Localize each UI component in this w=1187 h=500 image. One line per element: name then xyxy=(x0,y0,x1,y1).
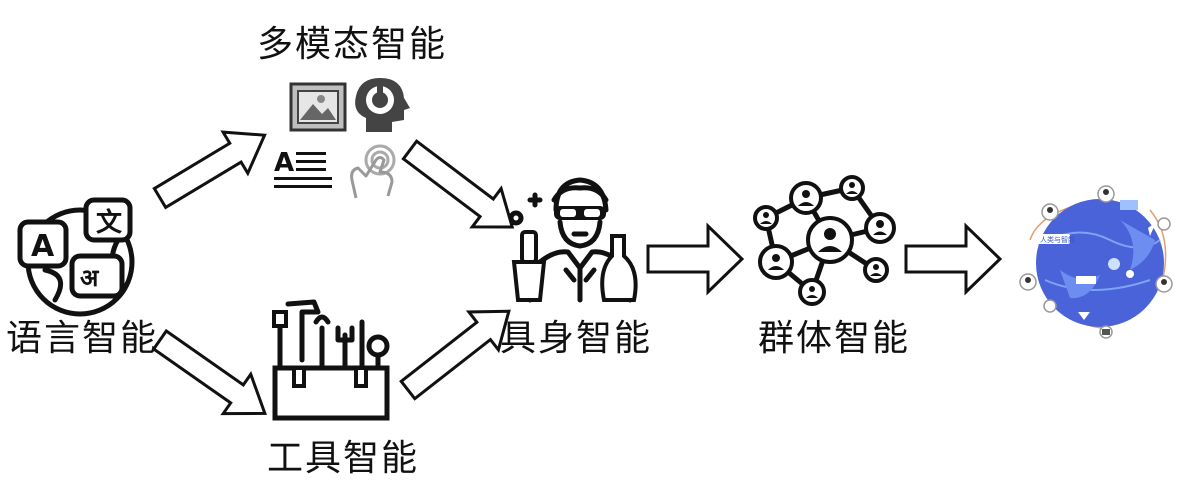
svg-text:A: A xyxy=(31,229,55,264)
arrow-multimodal-to-embodied xyxy=(401,139,515,229)
label-tool: 工具智能 xyxy=(267,438,419,479)
arrow-swarm-to-network xyxy=(904,222,1003,296)
arrow-tool-to-embodied xyxy=(399,309,511,401)
head-headphones-icon xyxy=(355,78,410,132)
image-icon xyxy=(289,82,347,132)
scientist-icon xyxy=(508,177,638,303)
svg-text:文: 文 xyxy=(96,207,123,238)
arrow-language-to-multimodal xyxy=(152,130,267,210)
network-globe-icon: 人类与智能 xyxy=(1019,185,1173,339)
label-language: 语言智能 xyxy=(6,318,158,359)
touch-hand-icon xyxy=(350,144,396,199)
label-swarm: 群体智能 xyxy=(758,318,910,359)
arrow-language-to-tool xyxy=(151,328,267,416)
people-network-icon xyxy=(753,175,896,306)
toolbox-icon xyxy=(272,299,390,421)
label-multimodal: 多模态智能 xyxy=(257,24,447,65)
svg-text:अ: अ xyxy=(80,264,100,292)
globe-text: 人类与智能 xyxy=(1040,235,1075,244)
translate-globe-icon: A 文 अ xyxy=(17,197,135,317)
label-embodied: 具身智能 xyxy=(500,318,652,359)
text-lines-icon: A xyxy=(274,148,332,188)
arrow-embodied-to-swarm xyxy=(646,222,745,296)
svg-text:A: A xyxy=(274,148,294,178)
